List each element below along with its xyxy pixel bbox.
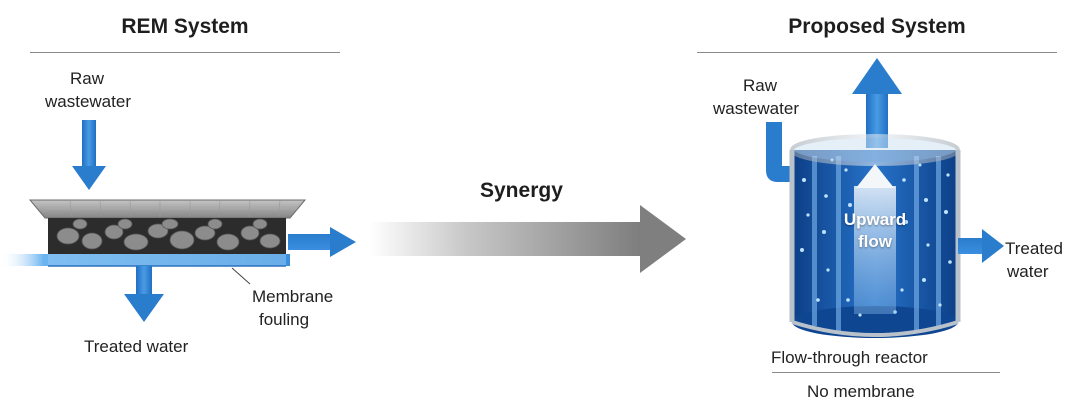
- reactor-label-rule: [772, 372, 1000, 373]
- reactor-label: Flow-through reactor: [771, 348, 928, 367]
- no-membrane-label: No membrane: [807, 382, 915, 401]
- proposed-system-title: Proposed System: [788, 15, 966, 38]
- rem-input-label-line1: Raw: [70, 69, 105, 88]
- left-input-arrow: [72, 120, 106, 190]
- rem-title-rule: [30, 52, 340, 53]
- proposed-input-label-line1: Raw: [743, 76, 778, 95]
- synergy-arrow: [370, 205, 686, 273]
- synergy-label: Synergy: [480, 179, 563, 202]
- rem-system-title: REM System: [121, 15, 249, 38]
- rem-output-label: Treated water: [84, 337, 189, 356]
- membrane-fouling-label-line1: Membrane: [252, 287, 334, 306]
- proposed-title-rule: [697, 52, 1057, 53]
- upward-flow-label-line2: flow: [858, 232, 892, 251]
- fouling-callout-line: [231, 267, 251, 285]
- proposed-input-label-line2: wastewater: [713, 99, 799, 118]
- rem-input-label-line2: wastewater: [45, 92, 131, 111]
- proposed-output-label-line2: water: [1007, 262, 1049, 281]
- right-output-arrow: [958, 229, 1004, 263]
- left-output-arrow: [124, 266, 164, 322]
- upward-flow-label-line1: Upward: [843, 210, 907, 229]
- proposed-output-label-line1: Treated: [1005, 239, 1063, 258]
- membrane-fouling-label-line2: fouling: [259, 310, 310, 329]
- left-side-output-arrow: [288, 227, 356, 257]
- rem-membrane-module: [0, 199, 307, 267]
- flow-through-reactor: [789, 134, 961, 338]
- top-outlet-arrow: [852, 58, 902, 148]
